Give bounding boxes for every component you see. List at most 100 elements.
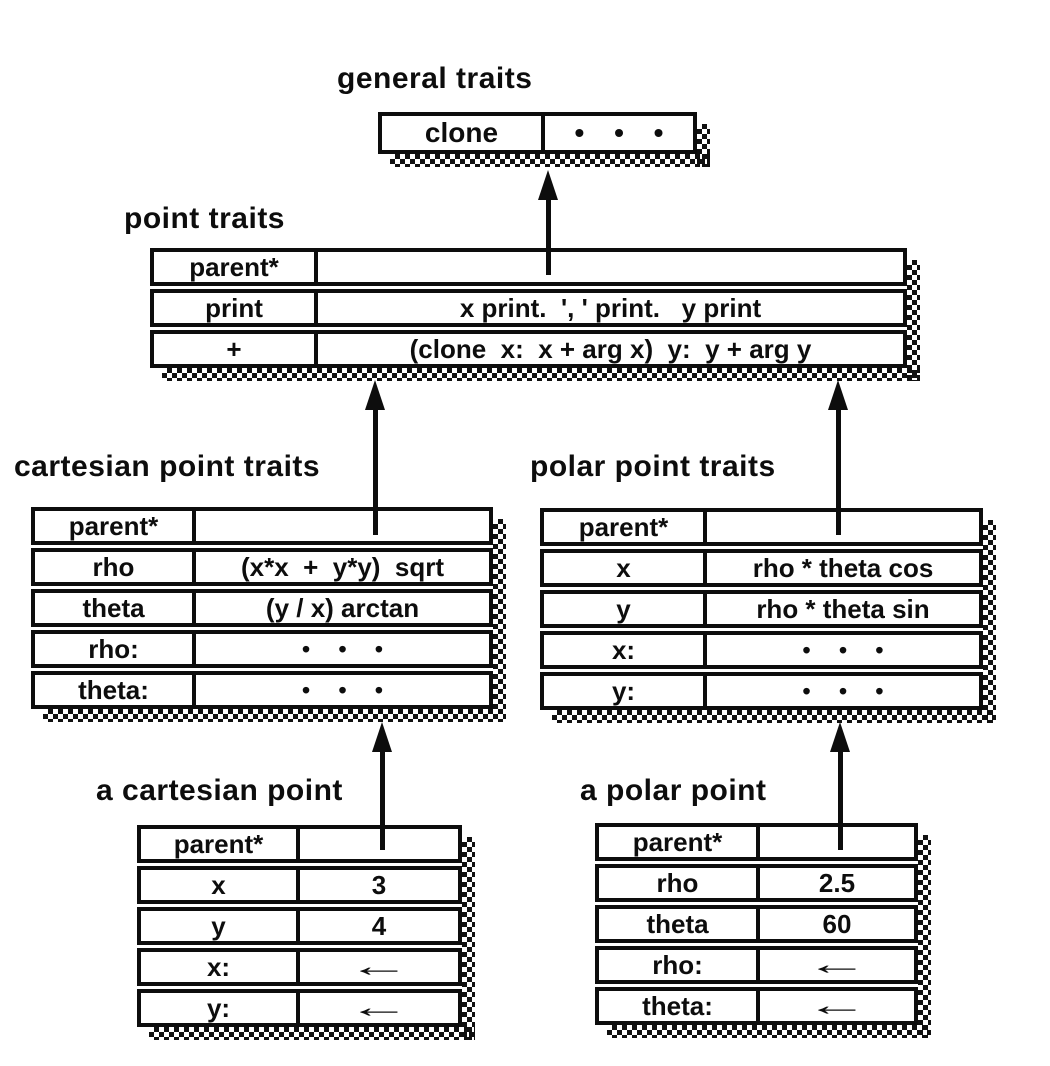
table-row: theta 60 bbox=[595, 905, 918, 943]
slot-name-theta-setter: theta: bbox=[35, 675, 196, 705]
slot-name-rho: rho bbox=[599, 868, 760, 898]
table-row: theta (y / x) arctan bbox=[31, 589, 493, 627]
slot-name-plus: + bbox=[154, 334, 318, 364]
slot-value-theta: 60 bbox=[822, 909, 852, 939]
table-row: x: • • • bbox=[540, 631, 983, 669]
assignment-arrow-icon: ← bbox=[347, 950, 411, 983]
assignment-arrow-icon: ← bbox=[347, 991, 411, 1024]
arrow-shaft bbox=[372, 406, 378, 535]
table-row: rho: ← bbox=[595, 946, 918, 984]
arrowhead-icon bbox=[830, 722, 850, 752]
table-row: y rho * theta sin bbox=[540, 590, 983, 628]
slot-name-clone: clone bbox=[382, 116, 545, 150]
table-row: clone • • • bbox=[378, 112, 697, 154]
table-row: y: ← bbox=[137, 989, 462, 1027]
slot-value-y: rho * theta sin bbox=[756, 594, 930, 624]
slot-name-x-setter: x: bbox=[141, 952, 300, 982]
table-row: parent* bbox=[595, 823, 918, 861]
polar-point-traits-table: parent* x rho * theta cos y rho * theta … bbox=[540, 508, 996, 723]
table-row: print x print. ', ' print. y print bbox=[150, 289, 907, 327]
slot-value-theta-setter: • • • bbox=[302, 676, 394, 703]
arrow-shaft bbox=[837, 748, 843, 850]
slot-name-parent: parent* bbox=[154, 252, 318, 282]
table-row: + (clone x: x + arg x) y: y + arg y bbox=[150, 330, 907, 368]
arrowhead-icon bbox=[365, 380, 385, 410]
arrow-shaft bbox=[835, 406, 841, 535]
slot-name-rho-setter: rho: bbox=[35, 634, 196, 664]
a-cartesian-point-table: parent* x 3 y 4 x: ← y: ← bbox=[137, 825, 475, 1040]
slot-name-theta-setter: theta: bbox=[599, 991, 760, 1021]
table-row: rho 2.5 bbox=[595, 864, 918, 902]
point-traits-table: parent* print x print. ', ' print. y pri… bbox=[150, 248, 920, 381]
arrow-polar-traits-to-point-traits bbox=[828, 380, 848, 535]
slot-value-rho-setter: • • • bbox=[302, 635, 394, 662]
assignment-arrow-icon: ← bbox=[805, 989, 869, 1022]
a-polar-point-table: parent* rho 2.5 theta 60 rho: ← theta: ← bbox=[595, 823, 931, 1038]
slot-name-parent: parent* bbox=[599, 827, 760, 857]
slot-name-parent: parent* bbox=[544, 512, 707, 542]
arrowhead-icon bbox=[828, 380, 848, 410]
arrow-shaft bbox=[379, 748, 385, 850]
arrow-cartesian-traits-to-point-traits bbox=[365, 380, 385, 535]
slot-value-rho-setter: ← bbox=[760, 950, 914, 980]
table-row: theta: • • • bbox=[31, 671, 493, 709]
slot-name-y: y bbox=[544, 594, 707, 624]
slot-name-theta: theta bbox=[35, 593, 196, 623]
table-row: x rho * theta cos bbox=[540, 549, 983, 587]
slot-name-theta: theta bbox=[599, 909, 760, 939]
slot-value-plus: (clone x: x + arg x) y: y + arg y bbox=[409, 334, 812, 364]
table-row: rho (x*x + y*y) sqrt bbox=[31, 548, 493, 586]
slot-name-x: x bbox=[544, 553, 707, 583]
slot-value-x: rho * theta cos bbox=[752, 553, 934, 583]
table-row: y 4 bbox=[137, 907, 462, 945]
slot-name-y-setter: y: bbox=[544, 676, 707, 706]
slot-value-y-setter: • • • bbox=[802, 677, 895, 704]
arrow-shaft bbox=[545, 196, 551, 275]
table-row: x 3 bbox=[137, 866, 462, 904]
table-row: y: • • • bbox=[540, 672, 983, 710]
general-traits-label: general traits bbox=[337, 62, 533, 95]
slot-value-x-setter: • • • bbox=[802, 636, 895, 663]
slot-value-x-setter: ← bbox=[300, 952, 458, 982]
slot-value-parent bbox=[196, 511, 489, 541]
general-traits-table: clone • • • bbox=[378, 112, 710, 167]
slot-value-print: x print. ', ' print. y print bbox=[459, 293, 762, 323]
slot-name-parent: parent* bbox=[141, 829, 300, 859]
slot-name-rho-setter: rho: bbox=[599, 950, 760, 980]
slot-value-rho: (x*x + y*y) sqrt bbox=[240, 552, 445, 582]
table-row: parent* bbox=[540, 508, 983, 546]
arrow-point-traits-to-general-traits bbox=[538, 170, 558, 275]
cartesian-point-traits-table: parent* rho (x*x + y*y) sqrt theta (y / … bbox=[31, 507, 506, 722]
a-cartesian-point-label: a cartesian point bbox=[96, 774, 343, 807]
cartesian-point-traits-label: cartesian point traits bbox=[14, 450, 321, 483]
slot-name-x: x bbox=[141, 870, 300, 900]
table-row: rho: • • • bbox=[31, 630, 493, 668]
arrowhead-icon bbox=[538, 170, 558, 200]
slot-value-x: 3 bbox=[371, 870, 387, 900]
slot-name-parent: parent* bbox=[35, 511, 196, 541]
slot-name-rho: rho bbox=[35, 552, 196, 582]
slot-value-parent bbox=[318, 252, 903, 282]
slot-value-rho: 2.5 bbox=[818, 868, 856, 898]
assignment-arrow-icon: ← bbox=[805, 948, 869, 981]
slot-name-y-setter: y: bbox=[141, 993, 300, 1023]
slot-name-print: print bbox=[154, 293, 318, 323]
point-traits-label: point traits bbox=[124, 202, 285, 235]
table-row: x: ← bbox=[137, 948, 462, 986]
slot-value-y-setter: ← bbox=[300, 993, 458, 1023]
table-row: parent* bbox=[31, 507, 493, 545]
table-row: parent* bbox=[150, 248, 907, 286]
slot-value-theta: (y / x) arctan bbox=[265, 593, 420, 623]
arrowhead-icon bbox=[372, 722, 392, 752]
slot-value-theta-setter: ← bbox=[760, 991, 914, 1021]
table-row: theta: ← bbox=[595, 987, 918, 1025]
more-slots-ellipsis: • • • bbox=[574, 117, 675, 148]
slot-value-y: 4 bbox=[371, 911, 387, 941]
slot-name-x-setter: x: bbox=[544, 635, 707, 665]
arrow-cartesian-point-to-cartesian-traits bbox=[372, 722, 392, 850]
polar-point-traits-label: polar point traits bbox=[530, 450, 776, 483]
arrow-polar-point-to-polar-traits bbox=[830, 722, 850, 850]
a-polar-point-label: a polar point bbox=[580, 774, 767, 807]
slot-name-y: y bbox=[141, 911, 300, 941]
